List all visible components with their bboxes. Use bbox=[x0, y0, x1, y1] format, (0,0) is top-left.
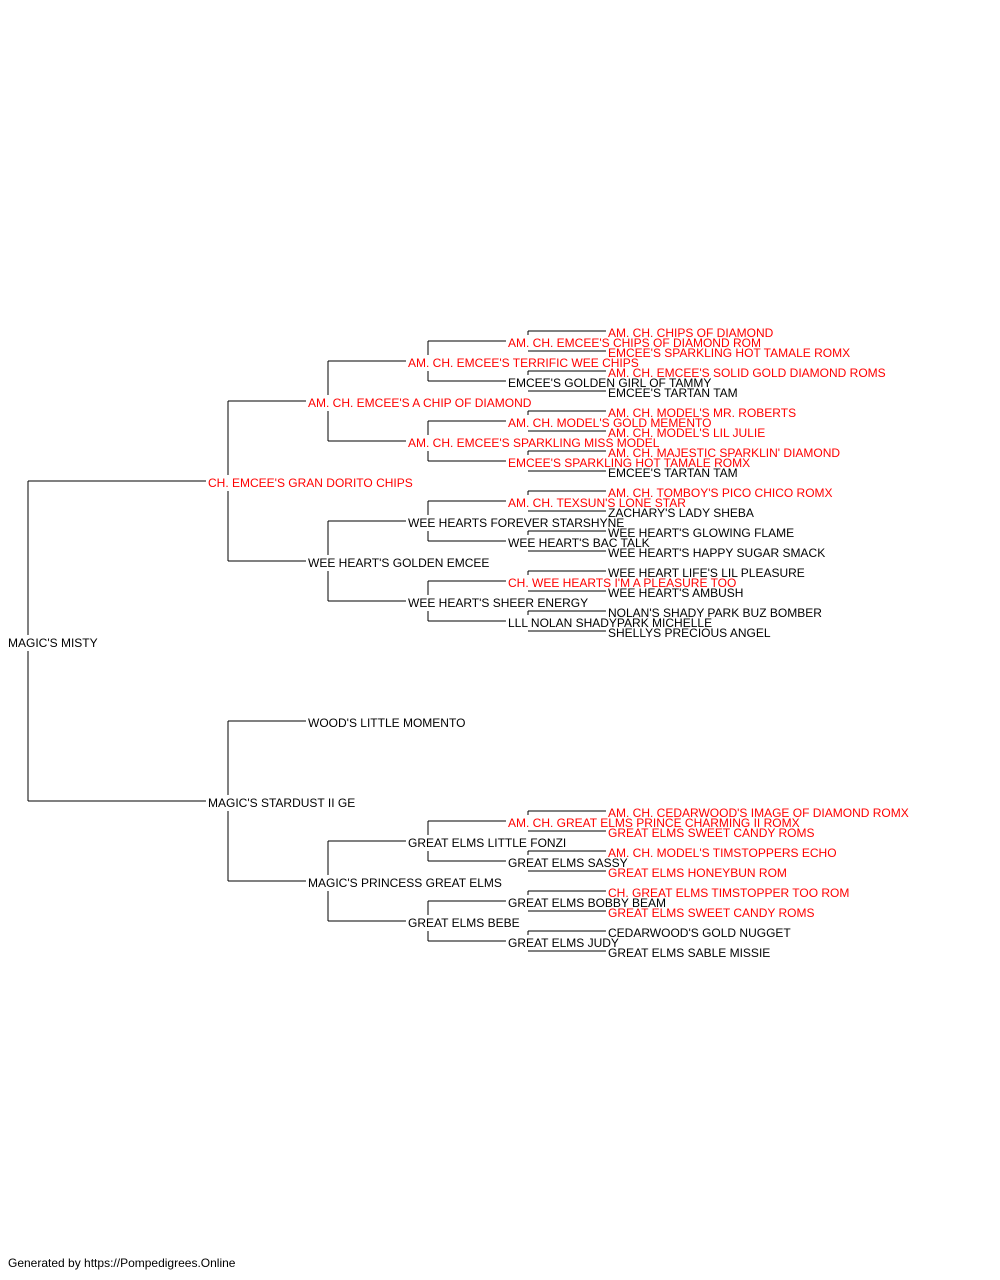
ancestor-name: CH. GREAT ELMS TIMSTOPPER TOO ROM bbox=[608, 886, 849, 900]
ancestor-name: GREAT ELMS BEBE bbox=[408, 916, 520, 930]
ancestor-name: NOLAN'S SHADY PARK BUZ BOMBER bbox=[608, 606, 822, 620]
ancestor-name: MAGIC'S STARDUST II GE bbox=[208, 796, 355, 810]
ancestor-name: WEE HEART LIFE'S LIL PLEASURE bbox=[608, 566, 805, 580]
ancestor-name: AM. CH. CHIPS OF DIAMOND bbox=[608, 326, 774, 340]
ancestor-name: AM. CH. EMCEE'S SPARKLING MISS MODEL bbox=[408, 436, 660, 450]
ancestor-name: WEE HEART'S SHEER ENERGY bbox=[408, 596, 588, 610]
ancestor-name: WEE HEARTS FOREVER STARSHYNE bbox=[408, 516, 624, 530]
ancestor-name: GREAT ELMS HONEYBUN ROM bbox=[608, 866, 787, 880]
ancestor-name: CEDARWOOD'S GOLD NUGGET bbox=[608, 926, 791, 940]
ancestor-name: WOOD'S LITTLE MOMENTO bbox=[308, 716, 465, 730]
footer-credit: Generated by https://Pompedigrees.Online bbox=[8, 1256, 236, 1270]
ancestor-name: AM. CH. EMCEE'S CHIPS OF DIAMOND ROM bbox=[508, 336, 761, 350]
ancestor-name: WEE HEART'S GOLDEN EMCEE bbox=[308, 556, 489, 570]
ancestor-name: GREAT ELMS SABLE MISSIE bbox=[608, 946, 770, 960]
ancestor-name: GREAT ELMS SASSY bbox=[508, 856, 628, 870]
ancestor-name: EMCEE'S SPARKLING HOT TAMALE ROMX bbox=[508, 456, 750, 470]
ancestor-name: LLL NOLAN SHADYPARK MICHELLE bbox=[508, 616, 712, 630]
ancestor-name: WEE HEART'S HAPPY SUGAR SMACK bbox=[608, 546, 825, 560]
ancestor-name: AM. CH. MODEL'S GOLD MEMENTO bbox=[508, 416, 711, 430]
ancestor-name: AM. CH. TOMBOY'S PICO CHICO ROMX bbox=[608, 486, 833, 500]
ancestor-name: AM. CH. MODEL'S LIL JULIE bbox=[608, 426, 765, 440]
ancestor-name: AM. CH. MODEL'S MR. ROBERTS bbox=[608, 406, 796, 420]
ancestor-name: CH. WEE HEARTS I'M A PLEASURE TOO bbox=[508, 576, 736, 590]
ancestor-name: AM. CH. MODEL'S TIMSTOPPERS ECHO bbox=[608, 846, 837, 860]
ancestor-name: GREAT ELMS LITTLE FONZI bbox=[408, 836, 566, 850]
ancestor-name: GREAT ELMS SWEET CANDY ROMS bbox=[608, 826, 814, 840]
ancestor-name: EMCEE'S TARTAN TAM bbox=[608, 466, 738, 480]
ancestor-name: AM. CH. GREAT ELMS PRINCE CHARMING II RO… bbox=[508, 816, 800, 830]
ancestor-name: EMCEE'S TARTAN TAM bbox=[608, 386, 738, 400]
subject-dog-name: MAGIC'S MISTY bbox=[8, 636, 98, 650]
ancestor-name: AM. CH. EMCEE'S TERRIFIC WEE CHIPS bbox=[408, 356, 639, 370]
ancestor-name: WEE HEART'S GLOWING FLAME bbox=[608, 526, 794, 540]
ancestor-name: GREAT ELMS BOBBY BEAM bbox=[508, 896, 666, 910]
ancestor-name: WEE HEART'S BAC TALK bbox=[508, 536, 650, 550]
ancestor-name: AM. CH. MAJESTIC SPARKLIN' DIAMOND bbox=[608, 446, 840, 460]
ancestor-name: MAGIC'S PRINCESS GREAT ELMS bbox=[308, 876, 502, 890]
ancestor-name: EMCEE'S GOLDEN GIRL OF TAMMY bbox=[508, 376, 711, 390]
ancestor-name: EMCEE'S SPARKLING HOT TAMALE ROMX bbox=[608, 346, 850, 360]
ancestor-name: AM. CH. EMCEE'S A CHIP OF DIAMOND bbox=[308, 396, 532, 410]
ancestor-name: CH. EMCEE'S GRAN DORITO CHIPS bbox=[208, 476, 413, 490]
ancestor-name: ZACHARY'S LADY SHEBA bbox=[608, 506, 754, 520]
ancestor-name: AM. CH. CEDARWOOD'S IMAGE OF DIAMOND ROM… bbox=[608, 806, 909, 820]
ancestor-name: AM. CH. TEXSUN'S LONE STAR bbox=[508, 496, 686, 510]
ancestor-name: AM. CH. EMCEE'S SOLID GOLD DIAMOND ROMS bbox=[608, 366, 886, 380]
ancestor-name: GREAT ELMS JUDY bbox=[508, 936, 619, 950]
ancestor-name: WEE HEART'S AMBUSH bbox=[608, 586, 743, 600]
ancestor-name: GREAT ELMS SWEET CANDY ROMS bbox=[608, 906, 814, 920]
ancestor-name: SHELLYS PRECIOUS ANGEL bbox=[608, 626, 771, 640]
